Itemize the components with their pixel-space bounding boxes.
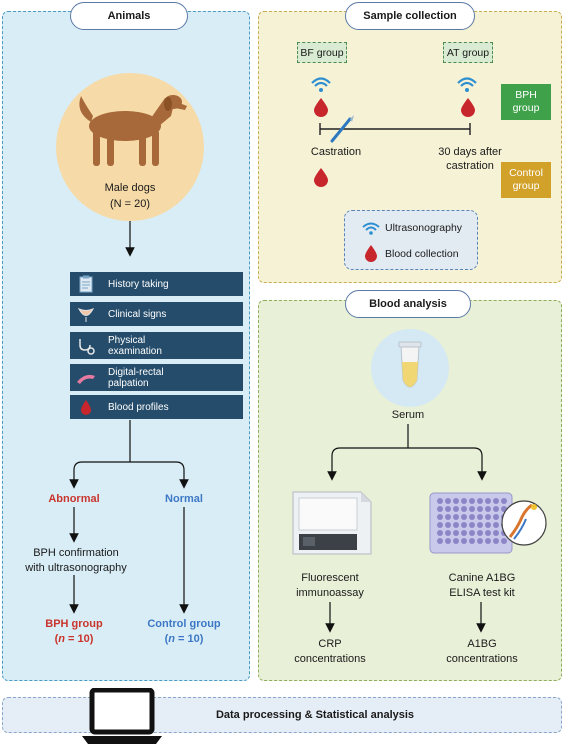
clipboard-icon: [70, 272, 102, 296]
step-digital-rectal-palpation: Digital-rectal palpation: [70, 364, 243, 391]
a1bg-concentrations-label: concentrations: [446, 653, 518, 665]
step-label: Blood profiles: [108, 401, 169, 413]
castration-label: Castration: [310, 146, 362, 158]
sample-legend: [344, 210, 478, 270]
elisa-plate-icon: [429, 492, 547, 554]
step-physical-examination: Physical examination: [70, 332, 243, 359]
stethoscope-icon: [70, 334, 102, 358]
laptop-icon: [82, 688, 162, 744]
step-label: History taking: [108, 278, 169, 290]
blood-drop-icon: [314, 98, 328, 117]
blood-drop-icon: [365, 245, 377, 262]
a1bg-label: A1BG: [467, 638, 497, 650]
data-processing-label: Data processing & Statistical analysis: [215, 709, 415, 721]
step-clinical-signs: Clinical signs: [70, 302, 243, 326]
blood-drop-icon: [314, 168, 328, 187]
bladder-icon: [70, 302, 102, 326]
male-dogs-label: Male dogs: [104, 182, 156, 194]
legend-ultrasonography: Ultrasonography: [385, 222, 463, 234]
normal-label: Normal: [165, 493, 203, 505]
bf-group-tag: BF group: [297, 42, 347, 63]
blood-drop-icon: [70, 395, 102, 419]
bph-confirmation-label-2: with ultrasonography: [25, 562, 127, 574]
abnormal-label: Abnormal: [48, 493, 100, 505]
wifi-icon: [457, 77, 477, 92]
animals-title: Animals: [70, 2, 188, 30]
legend-blood-collection: Blood collection: [385, 248, 459, 260]
control-group-count: (n = 10): [164, 633, 204, 645]
crp-label: CRP: [318, 638, 342, 650]
step-label: Physical examination: [108, 334, 162, 357]
blood-analysis-title: Blood analysis: [345, 290, 471, 318]
bph-group-count: (n = 10): [54, 633, 94, 645]
immunoassay-label: immunoassay: [296, 587, 364, 599]
at-group-tag: AT group: [443, 42, 493, 63]
dog-icon: [56, 73, 204, 221]
scalpel-icon: [330, 115, 354, 143]
bph-group-label: BPH group: [45, 618, 103, 630]
control-group-label: Control group: [147, 618, 221, 630]
dog-count-label: (N = 20): [109, 198, 151, 210]
fluorescent-label: Fluorescent: [301, 572, 359, 584]
blood-drop-icon: [461, 98, 475, 117]
glove-icon: [70, 366, 102, 390]
step-blood-profiles: Blood profiles: [70, 395, 243, 419]
serum-label: Serum: [391, 409, 425, 421]
analyzer-icon: [292, 491, 372, 555]
tube-icon: [371, 329, 449, 407]
wifi-icon: [362, 222, 380, 235]
step-label: Clinical signs: [108, 308, 167, 320]
wifi-icon: [311, 77, 331, 92]
after-castration-label: 30 days after: [438, 146, 502, 158]
canine-a1bg-label: Canine A1BG: [448, 572, 516, 584]
sample-collection-title: Sample collection: [345, 2, 475, 30]
crp-concentrations-label: concentrations: [294, 653, 366, 665]
elisa-kit-label: ELISA test kit: [449, 587, 515, 599]
step-label: Digital-rectal palpation: [108, 366, 164, 389]
step-history-taking: History taking: [70, 272, 243, 296]
after-castration-label-2: castration: [446, 160, 494, 172]
bph-confirmation-label: BPH confirmation: [33, 547, 119, 559]
